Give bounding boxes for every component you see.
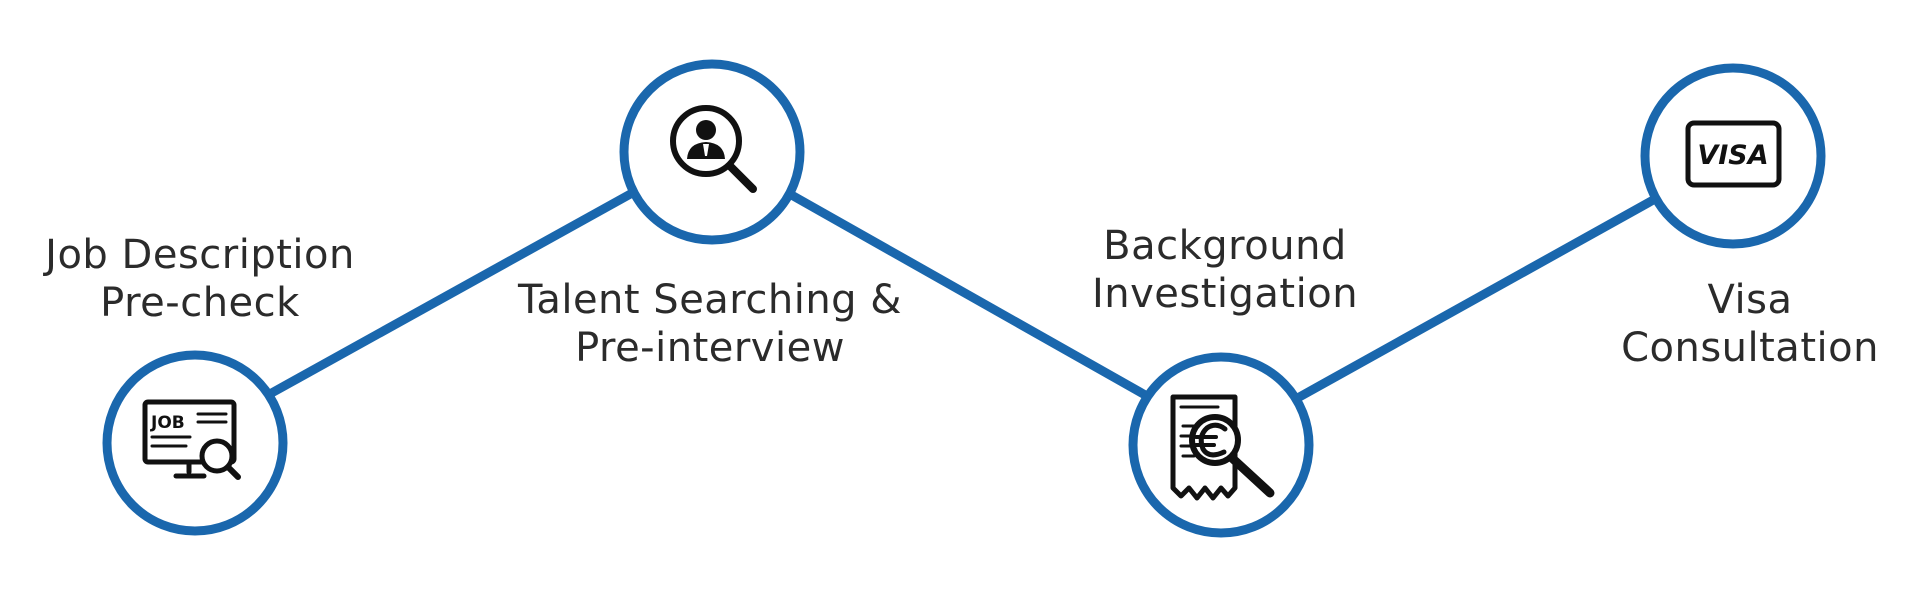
step-1-line-2: Pre-check (100, 280, 300, 326)
step-4-line-2: Consultation (1621, 325, 1879, 371)
step-label-background-investigation: Background Investigation (1080, 222, 1370, 318)
connector-1-2 (265, 188, 637, 399)
step-label-visa-consultation: Visa Consultation (1585, 276, 1915, 372)
job-icon-text: JOB (150, 413, 185, 433)
connectors (265, 188, 1658, 404)
step-3-line-1: Background (1103, 223, 1347, 269)
step-circle-1 (102, 350, 288, 536)
step-node-4: VISA (1640, 63, 1826, 249)
job-monitor-search-icon: JOB (142, 399, 241, 480)
connector-2-3 (785, 189, 1150, 400)
step-2-line-2: Pre-interview (575, 325, 845, 371)
step-node-3 (1128, 352, 1314, 538)
step-4-line-1: Visa (1707, 277, 1793, 323)
visa-icon-text: VISA (1697, 140, 1768, 171)
step-1-line-1: Job Description (45, 232, 355, 278)
step-label-job-description: Job Description Pre-check (40, 231, 360, 327)
euro-receipt-magnifier-icon (1170, 394, 1275, 501)
step-3-line-2: Investigation (1091, 271, 1359, 317)
step-node-2 (619, 59, 805, 245)
connector-3-4 (1291, 195, 1658, 404)
person-magnifier-icon (670, 105, 757, 193)
step-label-talent-searching: Talent Searching & Pre-interview (505, 276, 915, 372)
step-node-1: JOB (102, 350, 288, 536)
visa-card-icon: VISA (1685, 120, 1782, 188)
step-2-line-1: Talent Searching & (518, 277, 902, 323)
